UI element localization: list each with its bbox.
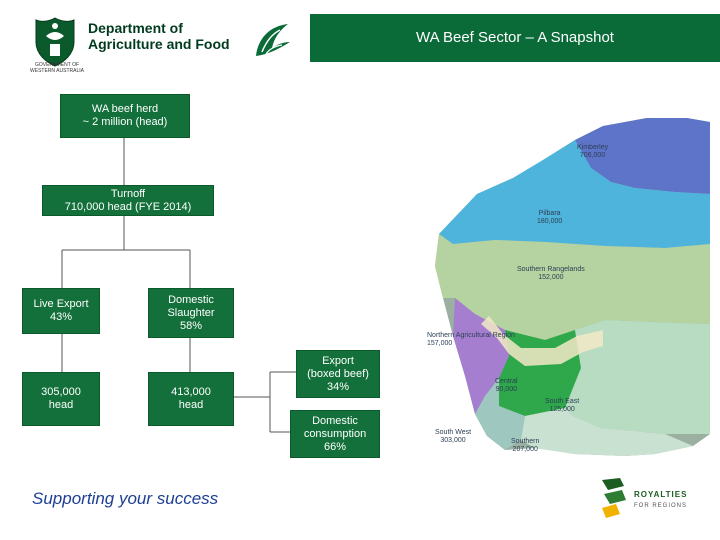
domestic-consumption-line-2: consumption [303, 427, 367, 440]
department-name-line-1: Department of [88, 20, 183, 36]
domestic-consumption-box: Domestic consumption 66% [290, 410, 380, 458]
wa-map-svg [435, 118, 710, 456]
domestic-slaughter-line-3: 58% [179, 319, 203, 332]
live-export-head-box: 305,000 head [22, 372, 100, 426]
map-region-kimberley [575, 118, 710, 194]
domestic-consumption-line-3: 66% [323, 440, 347, 453]
domestic-head-box: 413,000 head [148, 372, 234, 426]
royalties-name: ROYALTIES [634, 490, 688, 499]
slide-title: WA Beef Sector – A Snapshot [310, 14, 720, 62]
export-boxed-line-3: 34% [326, 380, 350, 393]
live-export-line-2: 43% [49, 311, 73, 323]
export-boxed-line-1: Export [322, 354, 354, 367]
map-region-southern [521, 408, 693, 456]
map-region-south-east [565, 320, 710, 434]
export-boxed-box: Export (boxed beef) 34% [296, 350, 380, 398]
royalties-sub: FOR REGIONS [634, 503, 688, 509]
domestic-consumption-line-1: Domestic [312, 414, 358, 427]
live-export-head-line-2: head [48, 399, 74, 411]
department-name: Department of Agriculture and Food [88, 20, 230, 52]
department-name-line-2: Agriculture and Food [88, 36, 230, 52]
turnoff-line-2: 710,000 head (FYE 2014) [64, 200, 192, 213]
domestic-slaughter-line-2: Slaughter [167, 306, 215, 319]
map-region-southern-rangelands [435, 234, 710, 340]
wa-government-crest-icon [35, 17, 75, 67]
live-export-line-1: Live Export [33, 298, 89, 310]
map-road-band [481, 316, 603, 366]
domestic-slaughter-line-1: Domestic [168, 293, 214, 306]
turnoff-box: Turnoff 710,000 head (FYE 2014) [42, 185, 214, 216]
domestic-head-line-2: head [178, 399, 204, 411]
live-export-box: Live Export 43% [22, 288, 100, 334]
map-region-pilbara [439, 140, 710, 248]
domestic-slaughter-box: Domestic Slaughter 58% [148, 288, 234, 338]
wheat-leaf-emblem-icon [256, 24, 290, 56]
herd-line-1: WA beef herd [91, 103, 159, 115]
turnoff-line-1: Turnoff [110, 187, 146, 200]
export-boxed-line-2: (boxed beef) [307, 367, 369, 380]
crest-caption: GOVERNMENT OF WESTERN AUSTRALIA [30, 62, 84, 74]
royalties-for-regions-logo-icon [602, 478, 626, 518]
footer-tagline: Supporting your success [32, 489, 219, 508]
live-export-head-line-1: 305,000 [41, 386, 81, 398]
herd-line-2: ~ 2 million (head) [82, 116, 168, 128]
map-region-south-west [475, 378, 525, 450]
herd-box: WA beef herd ~ 2 million (head) [60, 94, 190, 138]
domestic-head-line-1: 413,000 [171, 386, 211, 398]
